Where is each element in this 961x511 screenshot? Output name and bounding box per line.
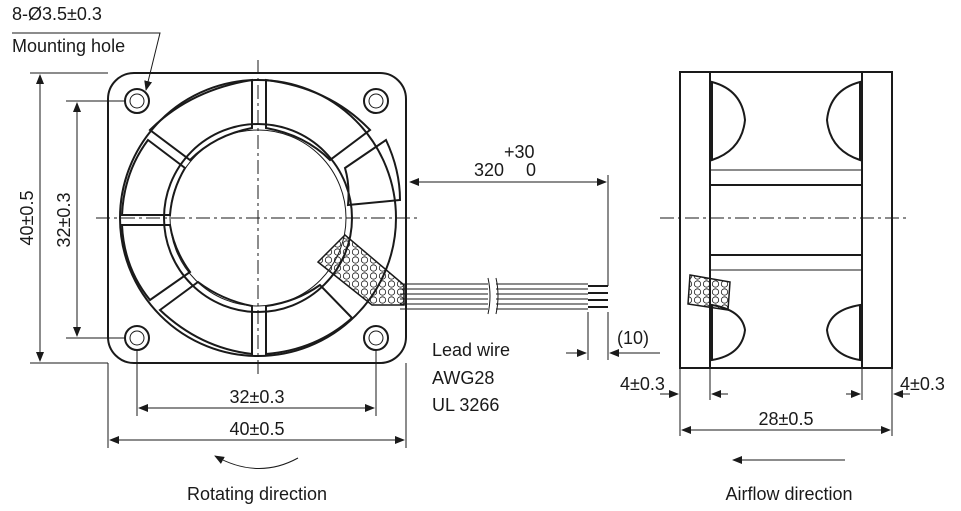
flange-right (861, 71, 893, 369)
side-wire-bundle (687, 274, 731, 311)
side-view (660, 71, 910, 464)
lead-tol-plus: +30 (504, 142, 535, 162)
lead-wire-label: Lead wire (432, 340, 510, 360)
motor-body (709, 184, 863, 256)
strip-length-label: (10) (617, 328, 649, 348)
hole-label: Mounting hole (12, 36, 125, 56)
lead-length-label: 320 (474, 160, 504, 180)
hole-leader (12, 32, 161, 91)
height-pitch-label: 32±0.3 (54, 193, 74, 248)
blade-top-right (825, 80, 861, 162)
width-pitch-label: 32±0.3 (230, 387, 285, 407)
depth-label: 28±0.5 (759, 409, 814, 429)
rotation-label: Rotating direction (187, 484, 327, 504)
wire-hatch (316, 233, 405, 306)
rotation-arrow (214, 455, 299, 469)
front-view (12, 32, 660, 469)
fan-blades (120, 78, 402, 356)
lead-wire-standard: UL 3266 (432, 395, 499, 415)
blade-bottom-right (825, 303, 861, 362)
height-outer-label: 40±0.5 (17, 191, 37, 246)
flange-right-label: 4±0.3 (900, 374, 945, 394)
blade-bottom-left (711, 303, 747, 362)
lead-wires (400, 277, 608, 315)
blade-top-left (711, 80, 747, 162)
hole-callout: 8-Ø3.5±0.3 (12, 4, 102, 24)
flange-left-label: 4±0.3 (620, 374, 665, 394)
flange-left (679, 71, 711, 369)
lead-wire-gauge: AWG28 (432, 368, 494, 388)
airflow-label: Airflow direction (725, 484, 852, 504)
lead-tol-minus: 0 (526, 160, 536, 180)
width-outer-label: 40±0.5 (230, 419, 285, 439)
